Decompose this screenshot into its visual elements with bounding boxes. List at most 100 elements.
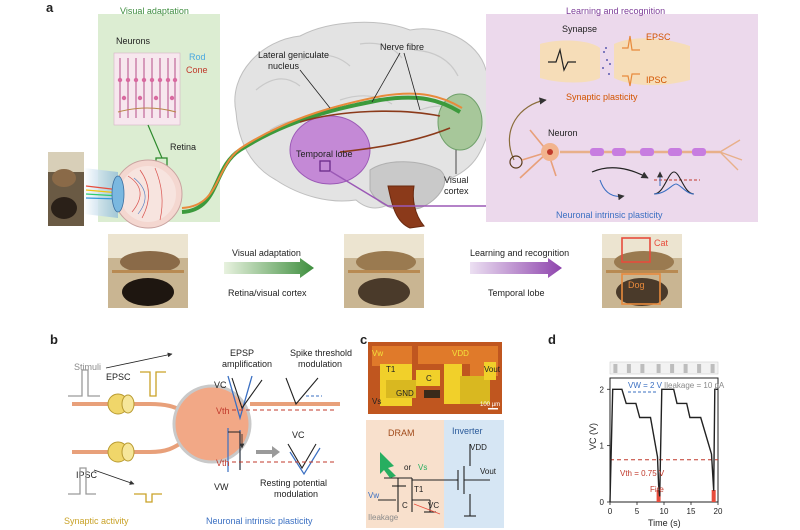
- eyeball: [111, 159, 183, 229]
- plot-frame: [609, 377, 719, 503]
- x-tick-label: 0: [608, 507, 613, 516]
- synaptic-activity-label: Synaptic activity: [64, 516, 129, 526]
- y-tick-label: 2: [600, 385, 605, 394]
- temporal-fibre-path: [339, 127, 451, 153]
- ileakage-annotation: Ileakage = 10 pA: [664, 381, 725, 390]
- cat-photo-input: [48, 152, 84, 226]
- input-pulse: [697, 364, 702, 373]
- learning-title: Learning and recognition: [566, 6, 665, 16]
- vc-label-b2: VC: [292, 430, 305, 440]
- temporal-lobe-label: Temporal lobe: [296, 149, 353, 159]
- nerve-fibre-pointer-2: [403, 52, 421, 111]
- inverter-label: Inverter: [452, 426, 483, 436]
- epsp-curve-blue: [227, 375, 253, 421]
- ipsc-label-a: IPSC: [646, 75, 668, 85]
- epsp-curve-black: [231, 377, 263, 410]
- fire-bars: [656, 490, 716, 502]
- input-pulse: [710, 364, 715, 373]
- chip-gnd-label: GND: [396, 389, 414, 398]
- gray-arrow: [256, 446, 280, 458]
- input-pulse: [683, 364, 688, 373]
- lgn-pointer: [299, 69, 331, 109]
- resting-potential-line2: modulation: [274, 489, 318, 499]
- input-pulse: [656, 364, 661, 373]
- temporal-lobe-zoom-box: [319, 160, 331, 172]
- neurons-label: Neurons: [116, 36, 151, 46]
- temporal-lobe-connector: [329, 170, 486, 207]
- ipsc-arrow: [93, 469, 135, 485]
- flow-learning-recognition: Learning and recognition: [470, 248, 569, 258]
- x-tick-label: 10: [660, 507, 669, 516]
- vth-label-b1: Vth: [216, 406, 230, 416]
- lgn-label-line2: nucleus: [268, 61, 300, 71]
- epsc-label-b: EPSC: [106, 372, 131, 382]
- chip-scale-bar-label: 100 µm: [480, 402, 500, 408]
- retina-zoom-line: [147, 124, 163, 159]
- chip-c-label: C: [426, 374, 432, 383]
- resting-potential-line1: Resting potential: [260, 478, 327, 488]
- synapse-terminal-top: [107, 393, 135, 415]
- x-tick-label: 5: [635, 507, 640, 516]
- light-input-arrow: [380, 452, 396, 478]
- chip-vs-label: Vs: [372, 397, 381, 406]
- neuronal-intrinsic-plasticity-label-b: Neuronal intrinsic plasticity: [206, 516, 313, 526]
- resting-curve-black: [228, 431, 241, 470]
- lgn-label-line1: Lateral geniculate: [258, 50, 329, 60]
- photo-adapted: [344, 234, 424, 308]
- dram-block: [366, 420, 444, 528]
- pulse-row-bg: [609, 361, 719, 375]
- c-label-c: C: [402, 501, 408, 510]
- flow-visual-adaptation: Visual adaptation: [232, 248, 301, 258]
- panel-label-d: d: [548, 332, 556, 347]
- synapse-label: Synapse: [562, 24, 597, 34]
- stimuli-arrow: [105, 352, 173, 369]
- neuronal-intrinsic-plasticity-label-a: Neuronal intrinsic plasticity: [556, 210, 663, 220]
- vc-label-c: VC: [428, 501, 439, 510]
- panel-label-a: a: [46, 0, 54, 15]
- chip-t1-label: T1: [386, 365, 396, 374]
- photo-recognized: [602, 234, 682, 308]
- chip-vw-label: Vw: [372, 349, 383, 358]
- rp-curve-blue: [289, 447, 321, 476]
- optic-pathway-orange: [181, 92, 463, 209]
- vc-trace: [609, 388, 718, 503]
- vw-annotation: VW = 2 V: [628, 381, 663, 390]
- dog-box-label: Dog: [628, 280, 645, 290]
- ipsc-label-b: IPSC: [76, 470, 98, 480]
- nerve-fibre-pointer-1: [371, 52, 401, 103]
- input-pulse: [640, 364, 645, 373]
- neuron-label: Neuron: [548, 128, 578, 138]
- synapse-arrow: [508, 97, 547, 161]
- vc-label-b1: VC: [214, 380, 227, 390]
- flow-retina-cortex: Retina/visual cortex: [228, 288, 307, 298]
- soma: [172, 384, 252, 464]
- synapse-terminal-bottom: [107, 441, 135, 463]
- cone-label: Cone: [186, 65, 208, 75]
- ileakage-label-c: Ileakage: [368, 513, 399, 522]
- vw-label-c: Vw: [368, 491, 379, 500]
- threshold-curve-black: [285, 377, 319, 406]
- nerve-fibre-label: Nerve fibre: [380, 42, 424, 52]
- synaptic-plasticity-label: Synaptic plasticity: [566, 92, 638, 102]
- nerve-fibre-path: [299, 110, 441, 123]
- chip-vdd-label: VDD: [452, 349, 469, 358]
- input-pulse: [670, 364, 675, 373]
- y-axis-label: VC (V): [588, 423, 598, 450]
- stimuli-label: Stimuli: [74, 362, 101, 372]
- retina-neuron-layers: [113, 52, 181, 126]
- y-tick-label: 1: [600, 442, 605, 451]
- flow-arrow-green: [224, 258, 314, 278]
- neuron-illustration: [519, 129, 743, 201]
- inverter-block: [444, 420, 504, 528]
- flow-arrow-purple: [470, 258, 562, 278]
- chip-micrograph: [368, 342, 502, 414]
- dram-label: DRAM: [388, 428, 415, 438]
- light-beam: [84, 168, 118, 218]
- t1-label-c: T1: [414, 485, 424, 494]
- rod-label: Rod: [189, 52, 206, 62]
- ipsc-pulse: [134, 493, 162, 503]
- rp-curve-black: [287, 443, 317, 470]
